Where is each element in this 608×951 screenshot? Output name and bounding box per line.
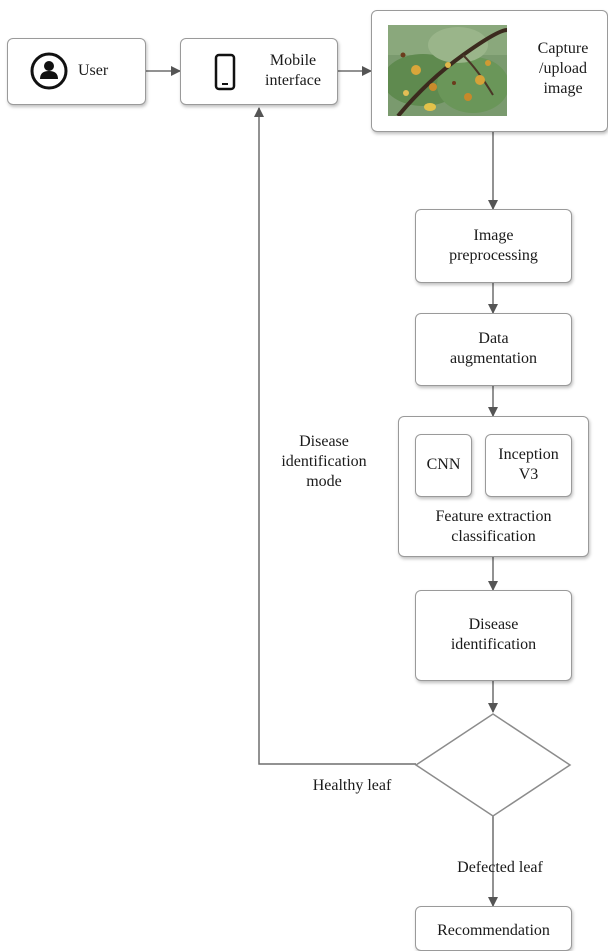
leaf-photo-icon — [388, 25, 507, 116]
capture-upload-label: Capture /upload image — [537, 40, 589, 97]
recommendation-box: Recommendation — [415, 906, 572, 951]
capture-upload-box: Capture /upload image — [371, 10, 608, 132]
recommendation-label: Recommendation — [437, 922, 550, 939]
inception-v3-box: Inception V3 — [485, 434, 572, 497]
disease-identification-box: Disease identification — [415, 590, 572, 681]
mobile-interface-box: Mobile interface — [180, 38, 338, 105]
arrow-healthy-to-mobile — [254, 107, 416, 765]
disease-identification-label: Disease identification — [450, 616, 537, 653]
data-augmentation-label: Data augmentation — [449, 330, 538, 367]
user-label: User — [78, 62, 109, 79]
inception-v3-label: Inception V3 — [498, 446, 559, 483]
feature-extraction-box: CNN Inception V3 Feature extraction clas… — [398, 416, 589, 557]
disease-identification-mode-label: Disease identification mode — [281, 433, 367, 490]
image-preprocessing-box: Image preprocessing — [415, 209, 572, 283]
mobile-interface-label: Mobile interface — [265, 52, 321, 89]
decision-diamond — [414, 713, 572, 817]
healthy-leaf-label: Healthy leaf — [312, 777, 392, 794]
defected-leaf-label: Defected leaf — [457, 859, 543, 876]
user-box: User — [7, 38, 146, 105]
image-preprocessing-label: Image preprocessing — [449, 227, 538, 264]
feature-extraction-label: Feature extraction classification — [435, 508, 552, 545]
smartphone-icon — [214, 53, 236, 91]
cnn-label: CNN — [426, 456, 461, 473]
data-augmentation-box: Data augmentation — [415, 313, 572, 386]
user-avatar-icon — [30, 52, 68, 90]
cnn-box: CNN — [415, 434, 472, 497]
